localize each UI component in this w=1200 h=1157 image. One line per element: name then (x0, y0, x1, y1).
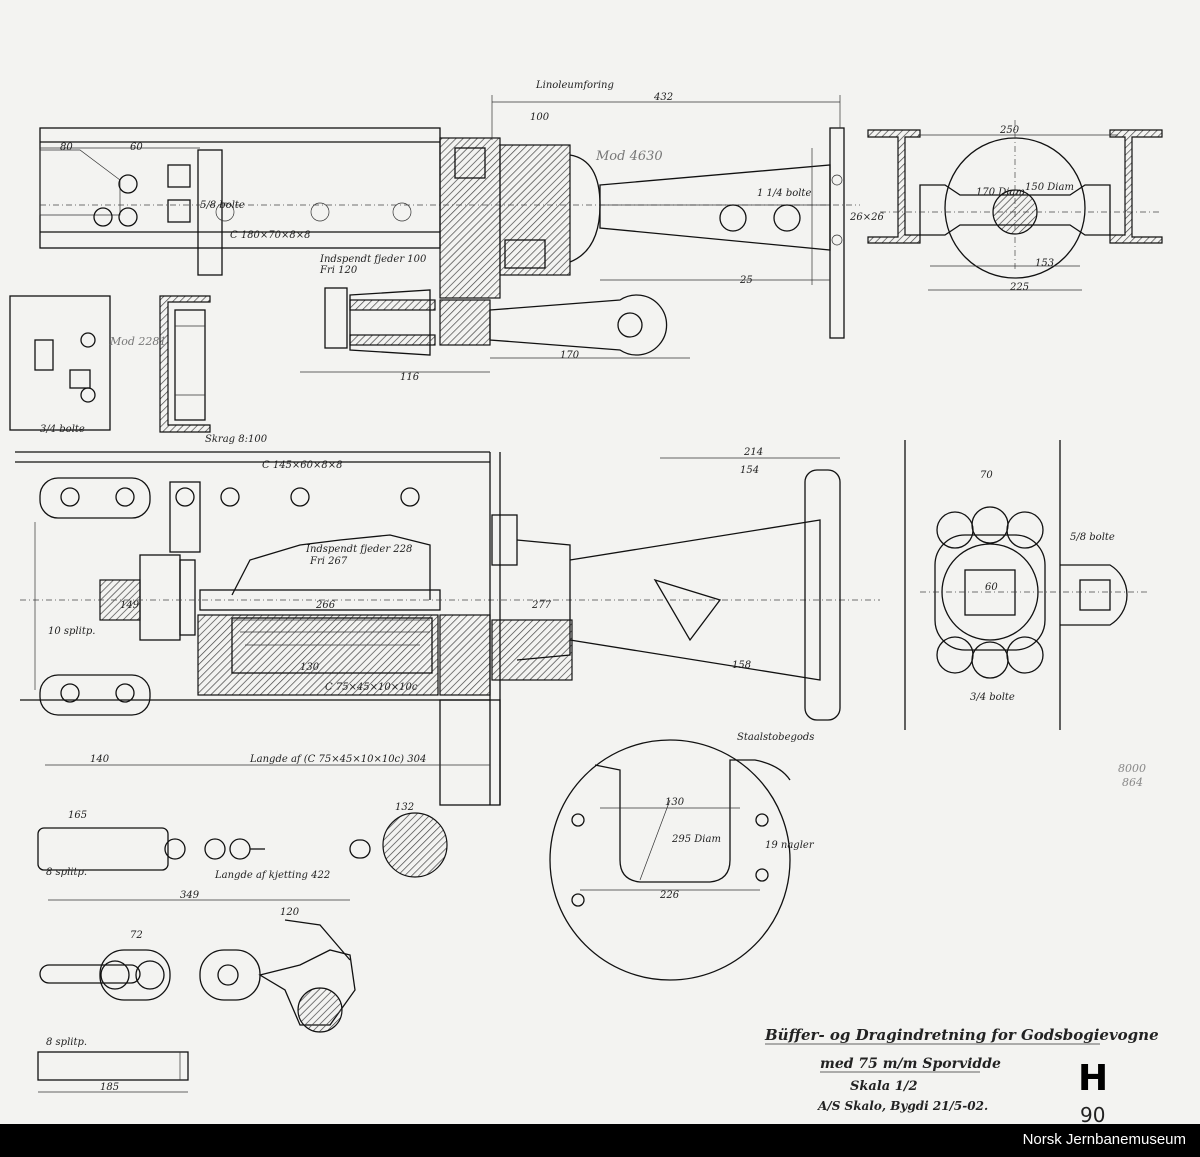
dim-116: 116 (400, 372, 420, 383)
technical-drawing: Linoleumforing Mod 4630 Mod 2281 Staalst… (9, 80, 1163, 1127)
note-mod-2281: Mod 2281 (109, 335, 166, 348)
note-langde-kjetting: Langde af kjetting 422 (214, 870, 330, 881)
dim-140: 140 (90, 754, 110, 765)
dim-349: 349 (180, 890, 200, 901)
cross-section-view (867, 120, 1163, 291)
note-bolt-34b: 3/4 bolte (970, 692, 1015, 703)
dim-60: 60 (130, 142, 143, 153)
note-c75: C 75×45×10×10c (325, 682, 418, 693)
dim-72: 72 (130, 930, 143, 941)
dim-185: 185 (100, 1082, 119, 1093)
note-indspendt-top: Indspendt fjeder 100 (319, 254, 427, 265)
note-c145: C 145×60×8×8 (262, 460, 343, 471)
dim-80: 80 (60, 142, 73, 153)
dim-120: 26×26 (849, 212, 884, 223)
note-bolt-58a: 5/8 bolte (200, 200, 245, 211)
title-line-3: Skala 1/2 (850, 1079, 918, 1094)
top-spring-rod (300, 287, 690, 373)
bottom-parts (37, 812, 448, 1093)
main-plan-view (15, 451, 880, 806)
dim-432: 432 (653, 92, 673, 103)
dim-225: 225 (1009, 282, 1029, 293)
side-note-1: 8000 (1118, 762, 1146, 775)
coupler-end-view (904, 440, 1150, 730)
title-line-2: med 75 m/m Sporvidde (820, 1056, 1001, 1072)
footer-label: Norsk Jernbanemuseum (1022, 1131, 1186, 1148)
note-fri-mid: Fri 267 (309, 556, 348, 567)
dim-266: 266 (315, 600, 336, 611)
note-splitp-10: 10 splitp. (48, 626, 95, 637)
title-line-4: A/S Skalo, Bygdi 21/5-02. (817, 1099, 988, 1113)
dim-132: 132 (395, 802, 414, 813)
circular-plate (549, 739, 791, 981)
title-block: Büffer- og Dragindretning for Godsbogiev… (764, 1026, 1159, 1127)
dim-189: 25 (739, 275, 753, 286)
sheet-number: 90 (1080, 1103, 1105, 1124)
footer-bar: Norsk Jernbanemuseum (0, 1124, 1200, 1157)
note-splitp-8a: 8 splitp. (46, 867, 87, 878)
top-side-view (39, 95, 860, 339)
note-langde-af-c: Langde af (C 75×45×10×10c) 304 (249, 754, 426, 765)
note-diam-150: 150 Diam (1025, 182, 1074, 193)
note-indspendt-mid: Indspendt fjeder 228 (305, 544, 412, 555)
title-line-1: Büffer- og Dragindretning for Godsbogiev… (764, 1026, 1159, 1044)
note-splitp-8b: 8 splitp. (46, 1037, 87, 1048)
note-staalstobegods: Staalstobegods (737, 732, 814, 743)
note-diam-295: 295 Diam (671, 834, 721, 845)
note-diam-170: 170 Diam (976, 187, 1025, 198)
note-mod-4630: Mod 4630 (595, 149, 663, 164)
dim-70: 70 (980, 470, 993, 481)
dim-158: 130 (300, 662, 320, 673)
note-skrag: Skrag 8:100 (205, 434, 268, 445)
dim-277: 277 (531, 600, 552, 611)
note-fri-top: Fri 120 (319, 265, 358, 276)
dim-120-b: 120 (280, 907, 300, 918)
dim-149: 149 (120, 600, 140, 611)
dim-100: 100 (530, 112, 550, 123)
dim-233: 158 (732, 660, 751, 671)
sheet-letter: H (1078, 1058, 1108, 1099)
annotations: Linoleumforing Mod 4630 Mod 2281 Staalst… (40, 80, 1146, 1093)
dim-250: 250 (999, 125, 1020, 136)
dim-226: 226 (659, 890, 680, 901)
dim-130-plate: 130 (665, 797, 685, 808)
dim-165: 165 (68, 810, 87, 821)
note-nagler: 19 nagler (765, 840, 815, 851)
dim-60: 60 (985, 582, 998, 593)
dim-153: 153 (1035, 258, 1054, 269)
left-section-views (9, 295, 211, 433)
note-linoleumforing: Linoleumforing (535, 80, 614, 91)
side-note-2: 864 (1122, 776, 1143, 789)
note-bolt-58b: 5/8 bolte (1070, 532, 1115, 543)
dim-170: 170 (560, 350, 580, 361)
note-c180: C 180×70×8×8 (230, 230, 311, 241)
dim-154: 154 (740, 465, 759, 476)
note-bolt-34a: 3/4 bolte (40, 424, 85, 435)
note-bolt-114: 1 1/4 bolte (757, 188, 811, 199)
dim-214: 214 (743, 447, 763, 458)
